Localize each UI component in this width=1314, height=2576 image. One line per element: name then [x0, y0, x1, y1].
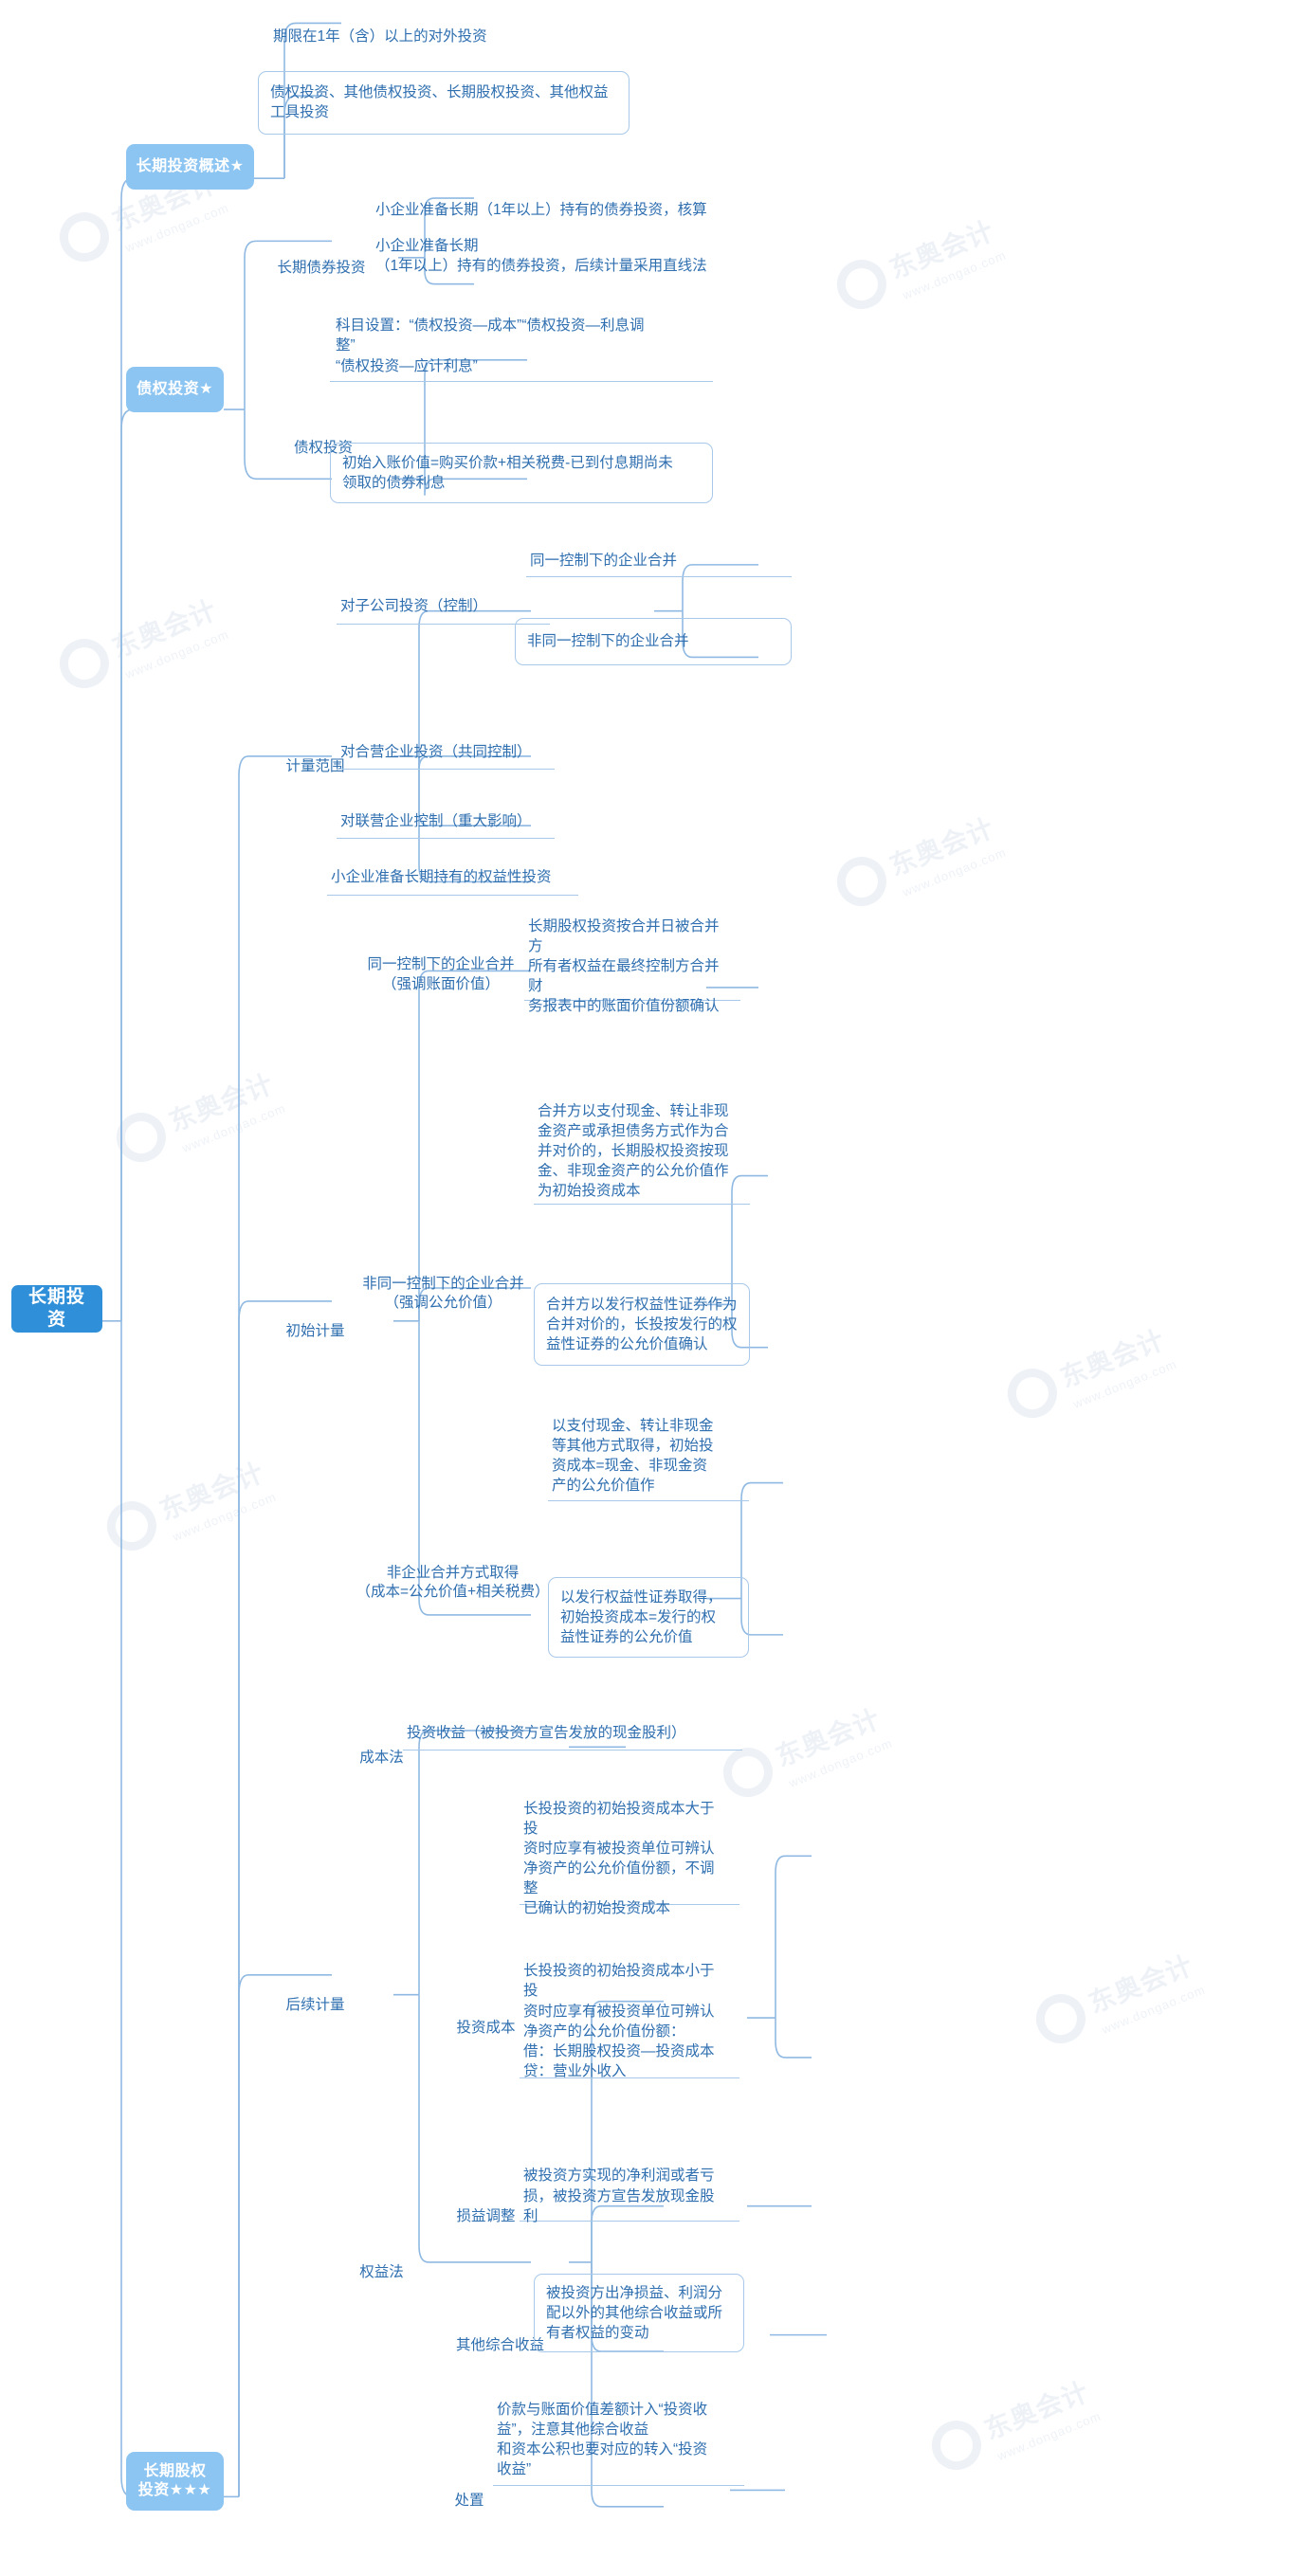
leaf-diff-control-cash[interactable]: 合并方以支付现金、转让非现 金资产或承担债务方式作为合 并对价的，长期股权投资按… — [534, 1098, 750, 1206]
leaf-non-merger-securities[interactable]: 以发行权益性证券取得， 初始投资成本=发行的权 益性证券的公允价值 — [548, 1576, 749, 1658]
node-same-control-merger[interactable]: 同一控制下的企业合并 （强调账面价值） — [332, 936, 550, 994]
node-cost-method[interactable]: 成本法 — [322, 1729, 441, 1768]
leaf-scope-small-enterprise-equity-text: 小企业准备长期持有的权益性投资 — [331, 869, 552, 886]
leaf-same-control-detail[interactable]: 长期股权投资按合并日被合并方 所有者权益在最终控制方合并财 务报表中的账面价值份… — [524, 918, 740, 1014]
leaf-investment-cost-less[interactable]: 长投投资的初始投资成本小于投 资时应享有被投资单位可辨认 净资产的公允价值份额：… — [520, 1963, 739, 2079]
leaf-non-merger-securities-text: 以发行权益性证券取得， 初始投资成本=发行的权 益性证券的公允价值 — [560, 1588, 722, 1645]
node-investment-cost-label: 投资成本 — [456, 2020, 516, 2037]
node-diff-control-merger[interactable]: 非同一控制下的企业合并 （强调公允价值） — [327, 1255, 559, 1313]
leaf-creditor-initial-value[interactable]: 初始入账价值=购买价款+相关税费-已到付息期尚未 领取的债券利息 — [330, 442, 713, 504]
leaf-non-merger-cash-text: 以支付现金、转让非现金 等其他方式取得，初始投 资成本=现金、非现金资 产的公允… — [552, 1418, 714, 1495]
leaf-scope-small-enterprise-equity[interactable]: 小企业准备长期持有的权益性投资 — [327, 861, 578, 896]
node-disposal-label: 处置 — [454, 2492, 484, 2509]
leaf-bond-1-text: 小企业准备长期（1年以上）持有的债券投资，核算 — [375, 202, 707, 219]
leaf-scope-diff-control-merger[interactable]: 非同一控制下的企业合并 — [515, 617, 792, 666]
leaf-creditor-subjects[interactable]: 科目设置：“债权投资—成本”“债权投资—利息调 整” “债权投资—应计利息” — [330, 311, 713, 383]
leaf-profit-loss-detail[interactable]: 被投资方实现的净利润或者亏 损，被投资方宣告发放现金股利 — [520, 2168, 739, 2224]
leaf-scope-subsidiary-text: 对子公司投资（控制） — [340, 598, 488, 615]
node-other-comprehensive-income-label: 其他综合收益 — [455, 2336, 544, 2353]
branch-node-creditor[interactable]: 债权投资★ — [126, 366, 224, 413]
leaf-overview-2-text: 债权投资、其他债权投资、长期股权投资、其他权益 工具投资 — [270, 84, 609, 121]
node-same-control-merger-label: 同一控制下的企业合并 （强调账面价值） — [367, 956, 515, 992]
leaf-scope-same-control-merger-text: 同一控制下的企业合并 — [530, 553, 678, 570]
leaf-bond-2[interactable]: 小企业准备长期 （1年以上）持有的债券投资，后续计量采用直线法 — [375, 218, 906, 276]
node-subsequent-measurement[interactable]: 后续计量 — [237, 1977, 393, 2016]
node-disposal[interactable]: 处置 — [417, 2472, 521, 2511]
leaf-scope-associate-text: 对联营企业控制（重大影响） — [340, 812, 532, 829]
node-non-merger-acquisition-label: 非企业合并方式取得 （成本=公允价值+相关税费） — [356, 1564, 550, 1600]
leaf-creditor-subjects-text: 科目设置：“债权投资—成本”“债权投资—利息调 整” “债权投资—应计利息” — [336, 317, 645, 374]
branch-node-overview[interactable]: 长期投资概述★ — [126, 143, 254, 190]
node-equity-method[interactable]: 权益法 — [322, 2244, 441, 2283]
root-node-长期投资[interactable]: 长期投资 — [11, 1284, 102, 1333]
leaf-scope-associate[interactable]: 对联营企业控制（重大影响） — [337, 805, 555, 840]
leaf-diff-control-securities-text: 合并方以发行权益性证券作为 合并对价的，长投按发行的权 益性证券的公允价值确认 — [546, 1296, 738, 1352]
node-initial-measurement-label: 初始计量 — [285, 1323, 345, 1340]
leaf-scope-joint-venture-text: 对合营企业投资（共同控制） — [340, 743, 532, 760]
leaf-diff-control-securities[interactable]: 合并方以发行权益性证券作为 合并对价的，长投按发行的权 益性证券的公允价值确认 — [534, 1282, 750, 1367]
branch-node-equity[interactable]: 长期股权 投资★★★ — [126, 2452, 224, 2512]
node-subsequent-measurement-label: 后续计量 — [285, 1996, 345, 2013]
node-profit-loss-adjustment-label: 损益调整 — [456, 2208, 516, 2224]
leaf-bond-2-text: 小企业准备长期 （1年以上）持有的债券投资，后续计量采用直线法 — [375, 238, 707, 274]
leaf-creditor-initial-value-text: 初始入账价值=购买价款+相关税费-已到付息期尚未 领取的债券利息 — [342, 455, 673, 492]
branch-label-overview: 长期投资概述★ — [136, 157, 245, 174]
node-diff-control-merger-label: 非同一控制下的企业合并 （强调公允价值） — [362, 1275, 524, 1312]
leaf-oci-detail-text: 被投资方出净损益、利润分 配以外的其他综合收益或所 有者权益的变动 — [546, 2284, 723, 2342]
leaf-scope-same-control-merger[interactable]: 同一控制下的企业合并 — [526, 545, 792, 578]
node-equity-method-label: 权益法 — [359, 2264, 404, 2281]
leaf-scope-diff-control-merger-text: 非同一控制下的企业合并 — [527, 633, 689, 650]
leaf-same-control-detail-text: 长期股权投资按合并日被合并方 所有者权益在最终控制方合并财 务报表中的账面价值份… — [528, 917, 720, 1015]
node-cost-method-label: 成本法 — [359, 1749, 404, 1766]
leaf-scope-joint-venture[interactable]: 对合营企业投资（共同控制） — [337, 735, 555, 771]
leaf-oci-detail[interactable]: 被投资方出净损益、利润分 配以外的其他综合收益或所 有者权益的变动 — [534, 2274, 744, 2352]
node-non-merger-acquisition[interactable]: 非企业合并方式取得 （成本=公允价值+相关税费） — [322, 1544, 583, 1602]
leaf-overview-2[interactable]: 债权投资、其他债权投资、长期股权投资、其他权益 工具投资 — [258, 70, 630, 135]
leaf-disposal-detail-text: 价款与账面价值差额计入“投资收 益”，注意其他综合收益 和资本公积也要对应的转入… — [497, 2401, 708, 2478]
leaf-overview-1-text: 期限在1年（含）以上的对外投资 — [273, 28, 487, 45]
node-long-term-bond-label: 长期债券投资 — [277, 260, 366, 277]
leaf-cost-method-income-text: 投资收益（被投资方宣告发放的现金股利） — [407, 1725, 686, 1742]
leaf-bond-1[interactable]: 小企业准备长期（1年以上）持有的债券投资，核算 — [375, 182, 868, 221]
leaf-investment-cost-greater-text: 长投投资的初始投资成本大于投 资时应享有被投资单位可辨认 净资产的公允价值份额，… — [523, 1800, 715, 1916]
leaf-cost-method-income[interactable]: 投资收益（被投资方宣告发放的现金股利） — [403, 1717, 742, 1751]
leaf-investment-cost-greater[interactable]: 长投投资的初始投资成本大于投 资时应享有被投资单位可辨认 净资产的公允价值份额，… — [520, 1801, 739, 1916]
leaf-non-merger-cash[interactable]: 以支付现金、转让非现金 等其他方式取得，初始投 资成本=现金、非现金资 产的公允… — [548, 1412, 749, 1501]
leaf-diff-control-cash-text: 合并方以支付现金、转让非现 金资产或承担债务方式作为合 并对价的，长期股权投资按… — [538, 1102, 729, 1200]
branch-label-creditor: 债权投资★ — [137, 380, 213, 397]
leaf-overview-1[interactable]: 期限在1年（含）以上的对外投资 — [273, 9, 671, 47]
branch-label-equity: 长期股权 投资★★★ — [137, 2463, 212, 2499]
node-other-comprehensive-income[interactable]: 其他综合收益 — [417, 2316, 583, 2355]
leaf-profit-loss-detail-text: 被投资方实现的净利润或者亏 损，被投资方宣告发放现金股利 — [523, 2168, 715, 2224]
root-label: 长期投资 — [27, 1287, 85, 1330]
leaf-disposal-detail[interactable]: 价款与账面价值差额计入“投资收 益”，注意其他综合收益 和资本公积也要对应的转入… — [493, 2394, 744, 2486]
leaf-investment-cost-less-text: 长投投资的初始投资成本小于投 资时应享有被投资单位可辨认 净资产的公允价值份额：… — [523, 1963, 715, 2079]
